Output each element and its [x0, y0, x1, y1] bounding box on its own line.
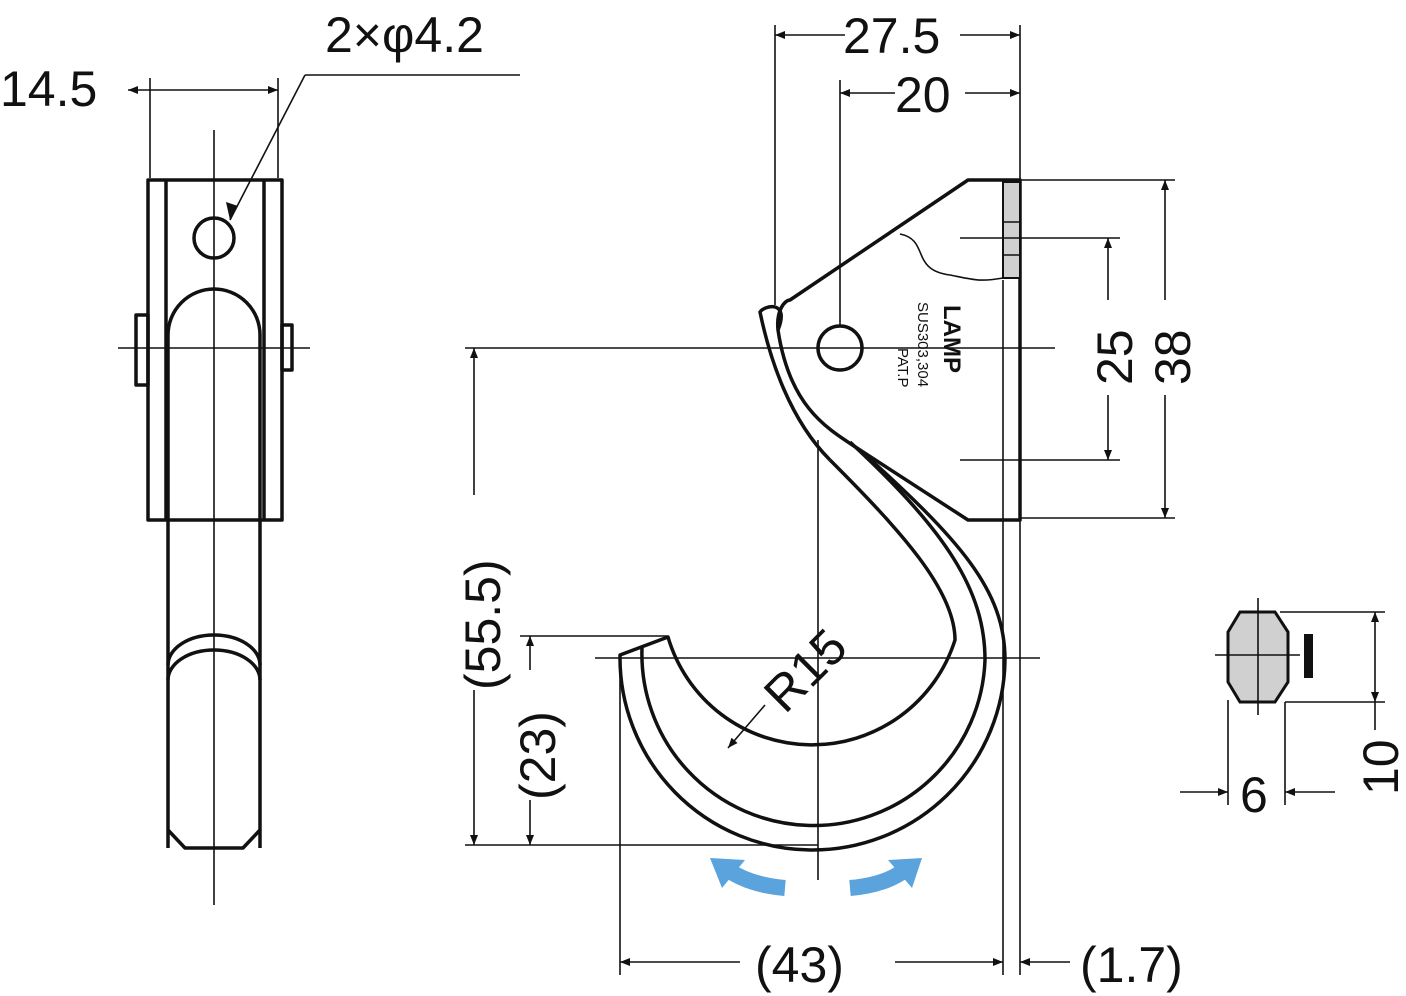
rotation-arrows-icon — [710, 858, 922, 896]
section-height-label: 10 — [1353, 739, 1406, 795]
hook-depth-label: (23) — [510, 711, 566, 800]
front-view — [465, 25, 1175, 975]
radius-label: R15 — [753, 618, 857, 722]
bracket-height-label: 38 — [1145, 329, 1201, 385]
plate-thickness-label: (1.7) — [1080, 937, 1183, 993]
hole-callout-label: 2×φ4.2 — [325, 7, 484, 63]
section-view — [1180, 598, 1385, 805]
engraving: LAMP SUS303,304 PAT.P — [894, 302, 965, 387]
hole-offset-label: 20 — [895, 67, 951, 123]
section-width-label: 6 — [1240, 767, 1268, 823]
patent-text: PAT.P — [894, 348, 911, 387]
side-view — [118, 74, 520, 905]
total-drop-label: (55.5) — [455, 559, 511, 690]
hook-width-label: (43) — [755, 937, 844, 993]
brand-logo: LAMP — [938, 305, 965, 373]
material-text: SUS303,304 — [914, 302, 931, 387]
side-width-label: 14.5 — [0, 61, 97, 117]
hole-pitch-label: 25 — [1087, 329, 1143, 385]
overall-depth-label: 27.5 — [843, 8, 940, 64]
